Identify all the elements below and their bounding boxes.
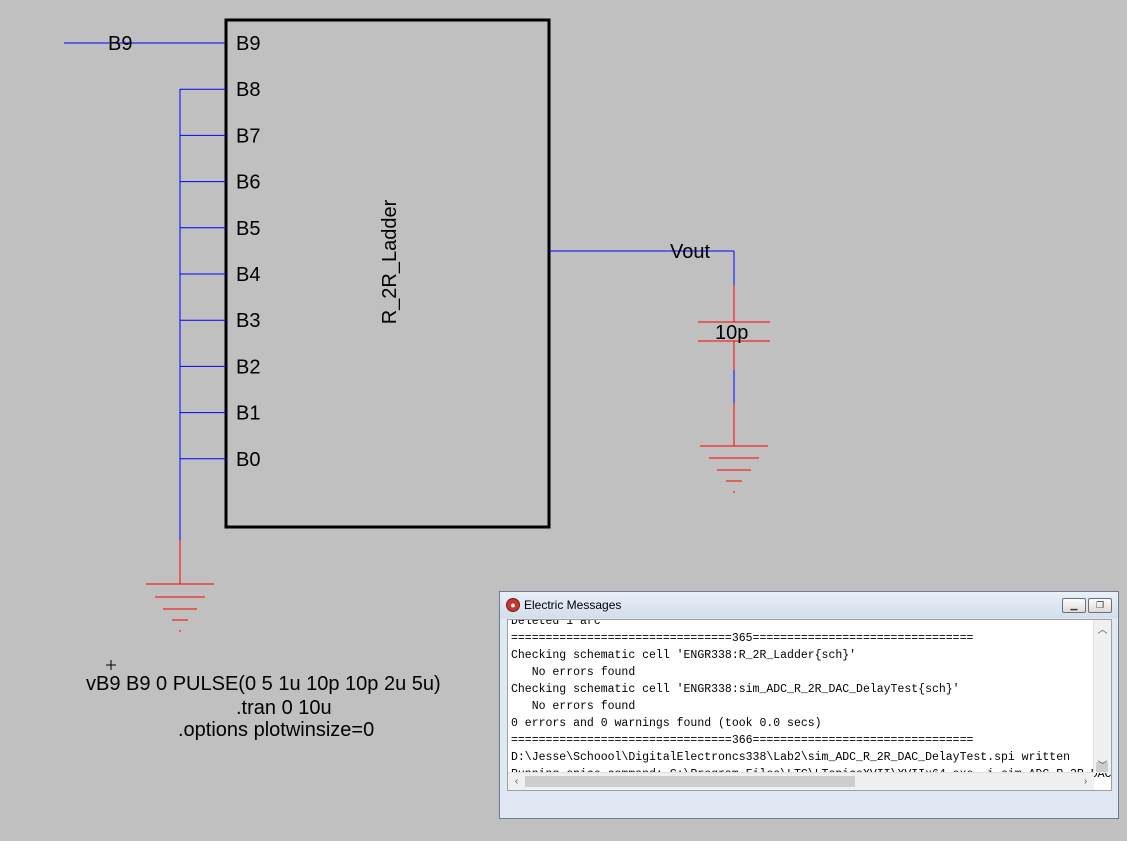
restore-icon: ❐	[1095, 599, 1105, 610]
pin-label-b8: B8	[236, 79, 260, 101]
scroll-up-icon[interactable]: ︿	[1097, 625, 1108, 636]
message-line: Checking schematic cell 'ENGR338:R_2R_La…	[511, 649, 857, 662]
ground-symbol-right[interactable]	[700, 445, 768, 493]
capacitor-value-label[interactable]: 10p	[715, 322, 748, 344]
vertical-scrollbar[interactable]: ︿ ﹀	[1093, 620, 1111, 773]
message-line: D:\Jesse\Schoool\DigitalElectroncs338\La…	[511, 751, 1070, 764]
pin-label-b5: B5	[236, 218, 260, 240]
pin-label-b9: B9	[236, 33, 260, 55]
block-name-label: R_2R_Ladder	[379, 199, 401, 324]
pin-label-b0: B0	[236, 449, 260, 471]
message-line: 0 errors and 0 warnings found (took 0.0 …	[511, 717, 822, 730]
spice-tran-directive[interactable]: .tran 0 10u	[236, 697, 332, 719]
messages-text-area[interactable]: Deleted 1 arc ===========================…	[507, 619, 1112, 791]
horizontal-scroll-thumb[interactable]	[525, 776, 855, 787]
pin-label-b1: B1	[236, 403, 260, 425]
minimize-icon: ▁	[1070, 599, 1078, 610]
message-line: No errors found	[511, 666, 636, 679]
scroll-left-icon[interactable]: ‹	[514, 776, 519, 787]
pin-label-b7: B7	[236, 125, 260, 147]
message-line: Checking schematic cell 'ENGR338:sim_ADC…	[511, 683, 960, 696]
b9-net-label[interactable]: B9	[108, 33, 132, 55]
restore-button[interactable]: ❐	[1088, 597, 1112, 613]
ground-symbol-left[interactable]	[146, 583, 214, 632]
spice-options-directive[interactable]: .options plotwinsize=0	[178, 719, 375, 741]
message-line: No errors found	[511, 700, 636, 713]
horizontal-scrollbar[interactable]: ‹ ›	[508, 772, 1094, 790]
vertical-scroll-thumb[interactable]	[1096, 762, 1108, 772]
pin-label-b6: B6	[236, 172, 260, 194]
pin-label-b4: B4	[236, 264, 260, 286]
spice-source-directive[interactable]: vB9 B9 0 PULSE(0 5 1u 10p 10p 2u 5u)	[86, 673, 441, 695]
scroll-right-icon[interactable]: ›	[1083, 776, 1088, 787]
scroll-down-icon[interactable]: ﹀	[1097, 761, 1108, 772]
pin-label-b3: B3	[236, 310, 260, 332]
message-line: Deleted 1 arc	[511, 619, 601, 628]
messages-window-title: Electric Messages	[524, 598, 622, 612]
minimize-button[interactable]: ▁	[1062, 597, 1086, 613]
message-line: ================================365=====…	[511, 632, 974, 645]
messages-titlebar[interactable]: ● Electric Messages ▁ ❐	[500, 592, 1118, 618]
message-line: ================================366=====…	[511, 734, 974, 747]
pin-label-b2: B2	[236, 356, 260, 378]
electric-app-icon[interactable]: ●	[506, 598, 520, 612]
messages-window[interactable]: ● Electric Messages ▁ ❐ Deleted 1 arc ===…	[499, 591, 1119, 819]
capacitor-symbol[interactable]	[698, 285, 770, 370]
vout-net-label[interactable]: Vout	[670, 241, 710, 263]
origin-crosshair-icon	[106, 660, 116, 670]
